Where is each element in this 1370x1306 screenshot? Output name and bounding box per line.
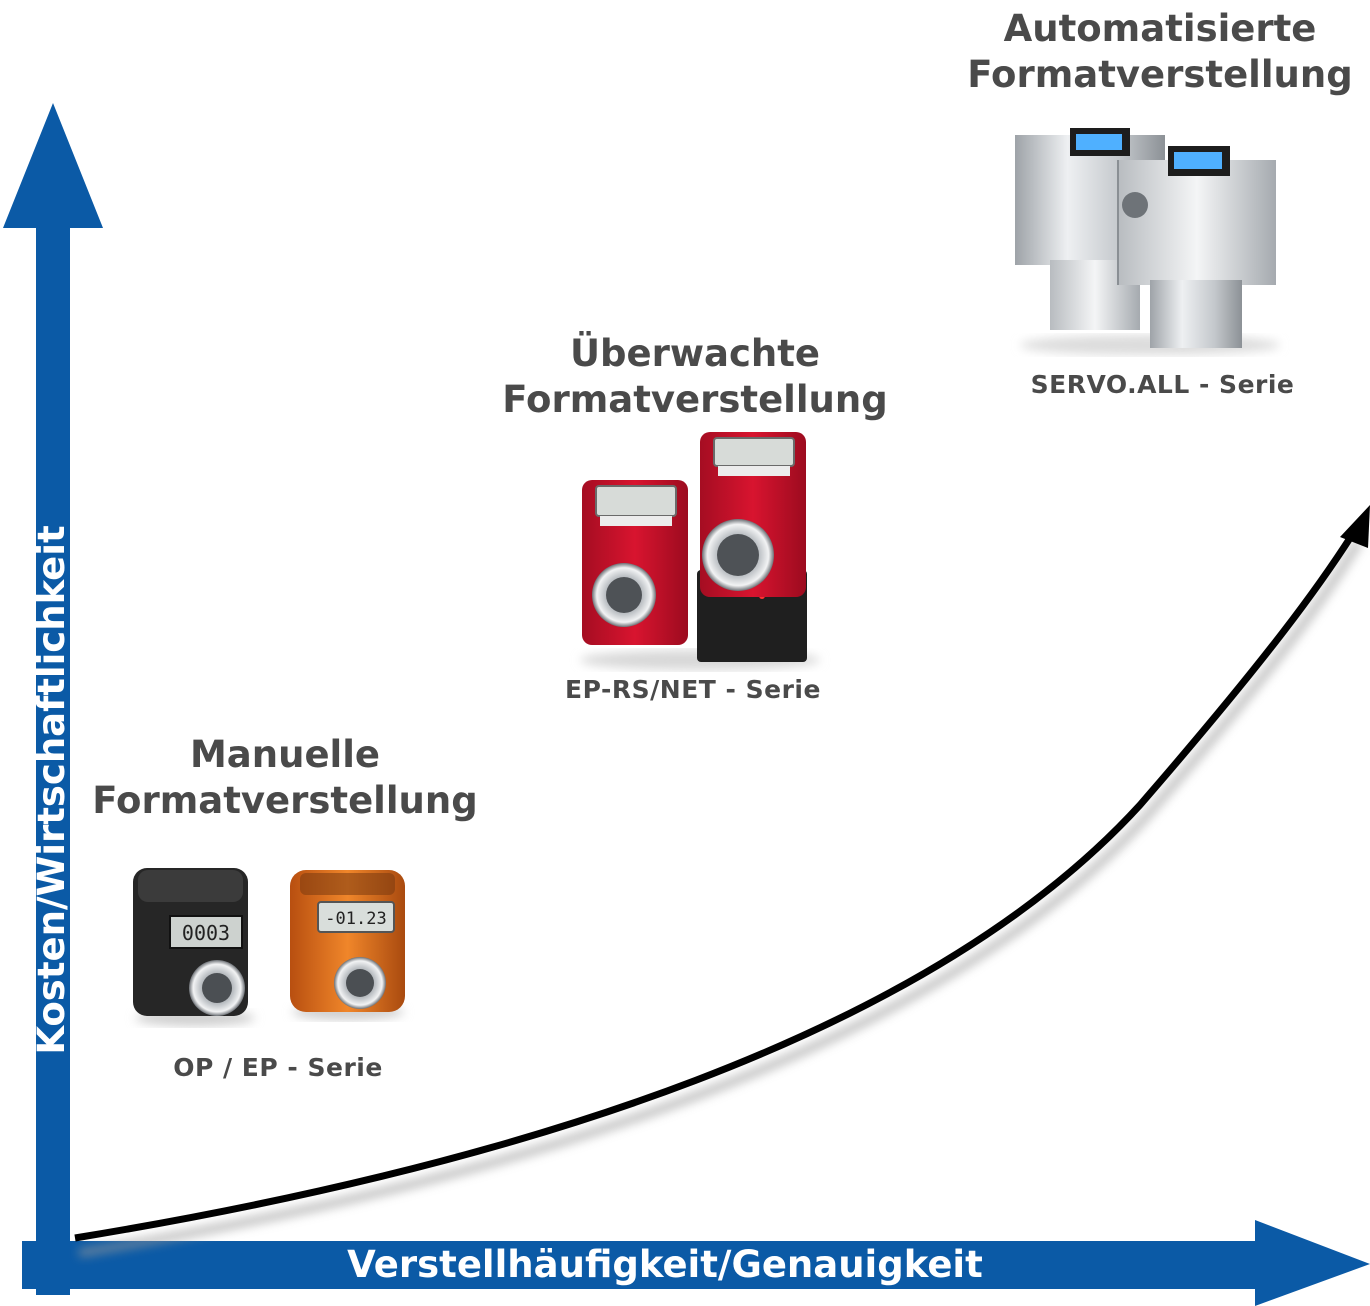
product-ep-rs-net [580,432,820,670]
op-display [169,915,243,949]
x-axis-arrowhead [1255,1220,1370,1306]
category-title-monitored: Überwachte Formatverstellung [470,331,920,423]
rs-tall-display [713,437,795,467]
y-axis-shaft [36,200,70,1295]
op-counter: 0003 [182,921,230,945]
rs-tall-keys [718,466,790,476]
ep-orange-top [300,873,395,895]
growth-curve-line [74,533,1355,1242]
x-axis-label: Verstellhäufigkeit/Genauigkeit [347,1243,983,1286]
y-axis-arrowhead [3,103,103,228]
series-label-servo-all: SERVO.ALL - Serie [1030,370,1295,399]
series-label-ep-rs-net: EP-RS/NET - Serie [565,675,821,704]
category-title-automated: Automatisierte Formatverstellung [950,6,1370,98]
category-title-automated-line1: Automatisierte [1003,7,1317,50]
op-knob-hole [202,973,232,1003]
category-title-monitored-line2: Formatverstellung [502,378,888,421]
x-axis-shaft [22,1241,1272,1289]
servo-front-lower [1150,280,1242,348]
category-title-manual-line1: Manuelle [189,733,381,776]
ep-counter: -01.23 [325,909,386,929]
ep-display [317,901,395,933]
ep-knob-hole [346,969,374,997]
servo-front-display [1174,152,1222,169]
rs-tall-knob-hole [717,534,759,576]
servo-shaft [1122,192,1148,218]
op-black-top [138,870,243,902]
rs-small-keys [600,516,672,526]
category-title-monitored-line1: Überwachte [569,332,821,375]
category-title-manual: Manuelle Formatverstellung [60,732,510,824]
rs-small-display [595,485,677,517]
rs-small-knob-hole [606,577,642,613]
y-axis: Kosten/Wirtschaftlichkeit [3,103,103,1295]
product-servo-all [1015,128,1280,355]
servo-back-display [1076,134,1122,150]
growth-curve [74,505,1370,1258]
category-title-manual-line2: Formatverstellung [92,779,478,822]
growth-curve-shadow [78,538,1363,1258]
x-axis: Verstellhäufigkeit/Genauigkeit [22,1220,1370,1306]
product-op-ep: 0003 -01.23 [133,868,405,1026]
growth-curve-arrowhead [1340,505,1370,548]
series-label-op-ep: OP / EP - Serie [173,1053,383,1082]
y-axis-label: Kosten/Wirtschaftlichkeit [30,525,73,1054]
category-title-automated-line2: Formatverstellung [967,53,1353,96]
servo-front-upper [1118,160,1276,285]
